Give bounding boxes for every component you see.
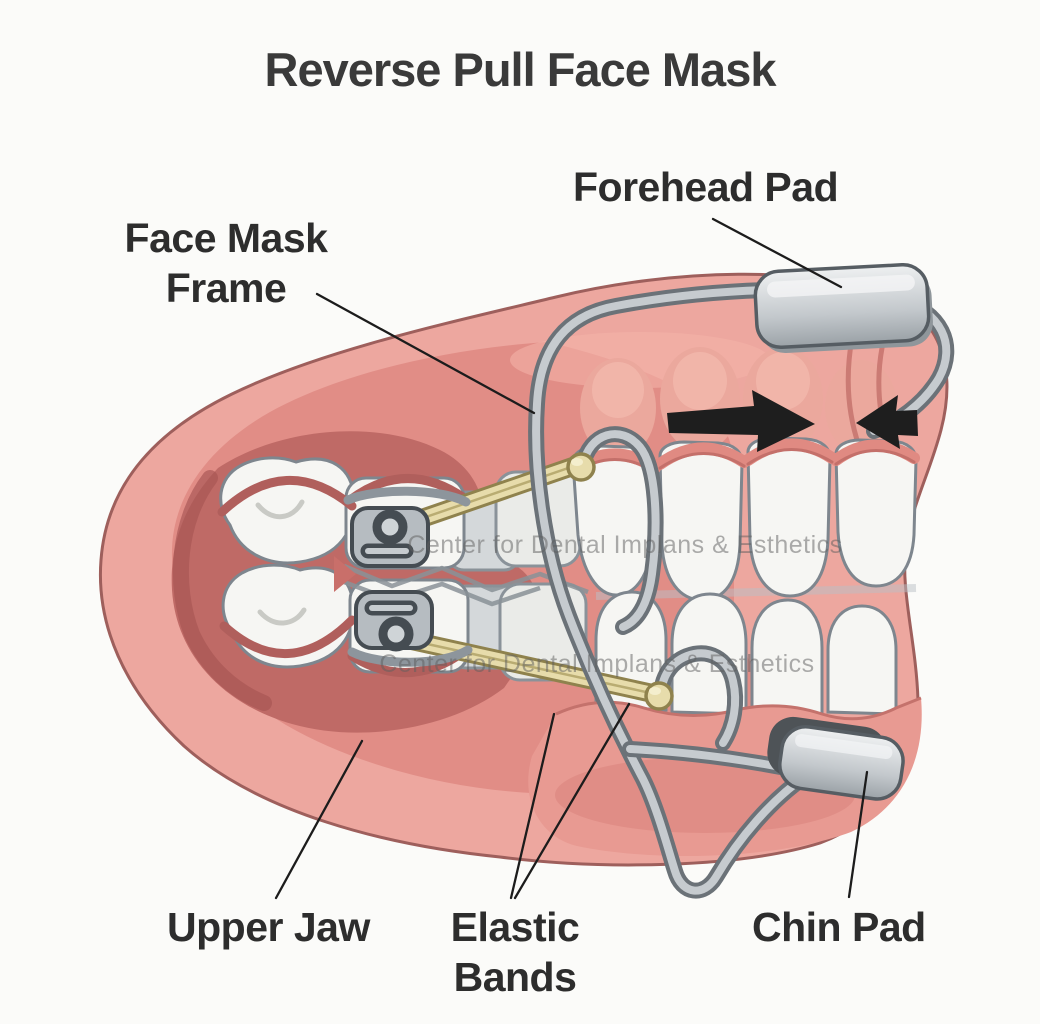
lower-bracket bbox=[347, 590, 473, 667]
label-elastic-bands-line2: Bands bbox=[453, 954, 577, 1001]
chin-pad-shape bbox=[767, 716, 905, 801]
watermark-text-upper: Center for Dental Implans & Esthetics bbox=[407, 531, 842, 559]
diagram-title: Reverse Pull Face Mask bbox=[264, 43, 777, 96]
leader-line-chin-pad bbox=[847, 770, 869, 899]
elastic-knob-upper bbox=[566, 452, 596, 482]
force-arrow-left bbox=[856, 395, 918, 449]
label-face-mask-frame: Face Mask Frame bbox=[76, 213, 376, 313]
elastic-band-lower bbox=[390, 628, 665, 704]
label-forehead-pad: Forehead Pad bbox=[573, 164, 839, 210]
leader-line-face-mask-frame bbox=[315, 292, 536, 415]
label-face-mask-frame-line1: Face Mask bbox=[124, 215, 328, 261]
leader-line-elastic-band-2 bbox=[513, 702, 631, 900]
force-arrow-right bbox=[667, 390, 815, 452]
leader-line-elastic-band-1 bbox=[509, 712, 556, 900]
leader-line-forehead-pad bbox=[711, 217, 843, 289]
label-chin-pad: Chin Pad bbox=[752, 904, 926, 950]
label-upper-jaw: Upper Jaw bbox=[167, 904, 370, 950]
label-face-mask-frame-line2: Frame bbox=[165, 265, 287, 312]
label-elastic-bands-line1: Elastic bbox=[450, 904, 580, 950]
leader-line-upper-jaw bbox=[274, 739, 364, 900]
watermark-text-lower: Center for Dental Implans & Esthetics bbox=[379, 650, 814, 678]
label-elastic-bands: Elastic Bands bbox=[420, 902, 610, 1002]
elastic-knob-lower bbox=[644, 681, 674, 711]
upper-front-teeth bbox=[571, 436, 918, 602]
forehead-pad-shape bbox=[753, 263, 933, 354]
upper-bracket bbox=[343, 486, 471, 568]
leader-lines bbox=[274, 217, 869, 900]
